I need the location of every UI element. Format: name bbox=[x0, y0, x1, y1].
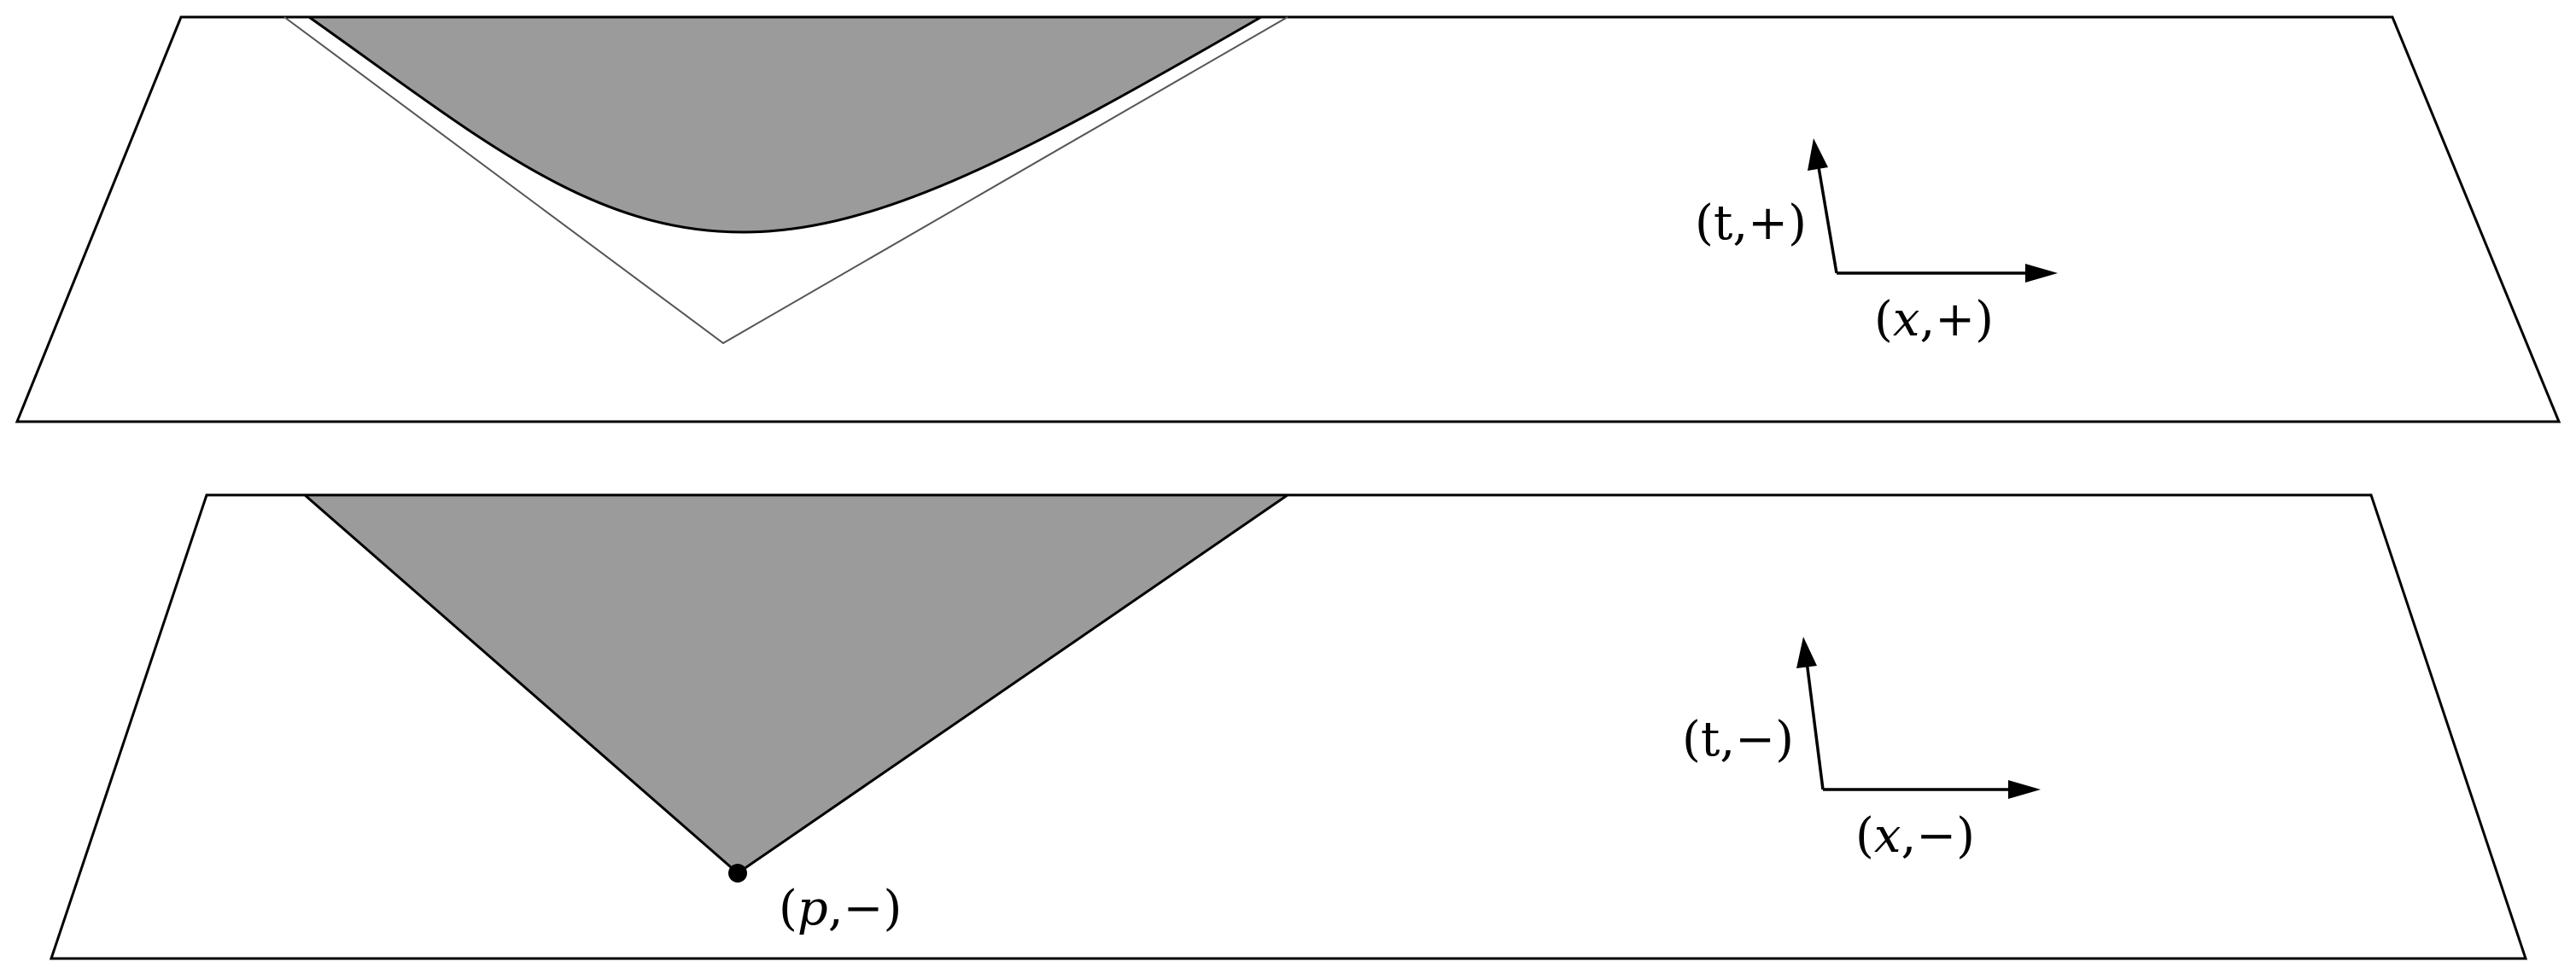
lower-axes: (t,−) (x,−) bbox=[1682, 637, 2041, 864]
upper-shaded-region bbox=[305, 15, 1266, 234]
upper-t-axis-arrow-icon bbox=[1808, 138, 1828, 171]
upper-x-axis-label: (x,+) bbox=[1874, 292, 1994, 347]
lower-event-point bbox=[728, 864, 747, 883]
lower-point-label: (p,−) bbox=[779, 881, 902, 936]
lower-x-axis-arrow-icon bbox=[2008, 780, 2041, 799]
upper-x-axis-arrow-icon bbox=[2025, 264, 2058, 283]
lower-sheet: (p,−) (t,−) (x,−) bbox=[49, 493, 2528, 960]
upper-axes: (t,+) (x,+) bbox=[1695, 138, 2058, 347]
upper-sheet: (t,+) (x,+) bbox=[15, 15, 2561, 423]
lower-t-axis-arrow-icon bbox=[1796, 637, 1817, 668]
upper-light-cone-outline bbox=[283, 16, 1288, 345]
lower-t-axis-label: (t,−) bbox=[1682, 712, 1794, 767]
lower-shaded-light-cone bbox=[301, 493, 1292, 875]
lower-x-axis-label: (x,−) bbox=[1855, 808, 1975, 864]
upper-t-axis bbox=[1816, 161, 1838, 274]
lower-t-axis bbox=[1805, 661, 1825, 790]
upper-t-axis-label: (t,+) bbox=[1695, 195, 1807, 251]
